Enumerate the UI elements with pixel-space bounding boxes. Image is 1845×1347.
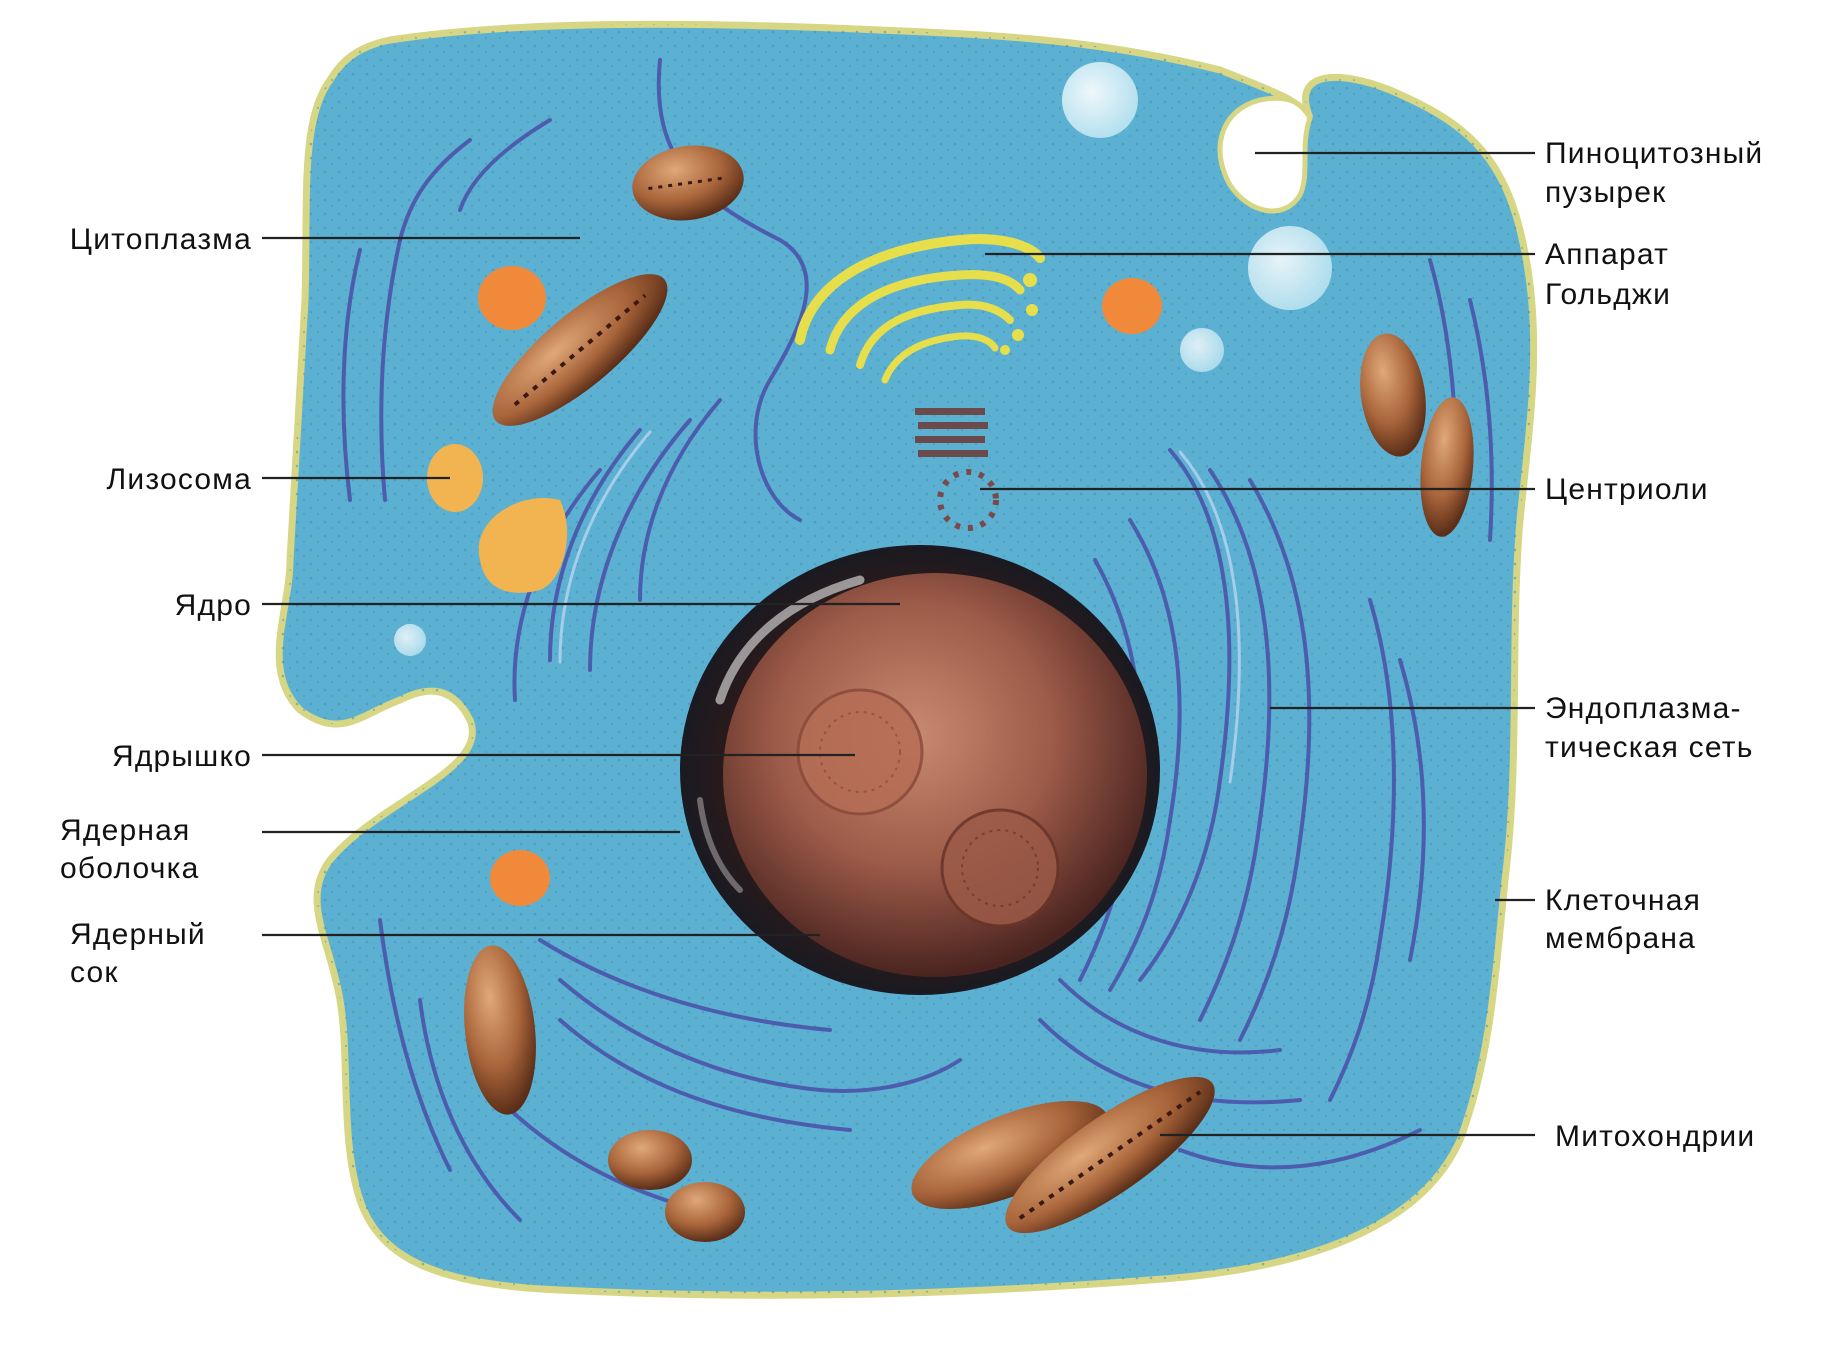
label-cell-membrane-line2: мембрана xyxy=(1545,922,1696,955)
label-nuclear-sap-line2: сок xyxy=(70,956,119,989)
label-cell-membrane-line1: Клеточная xyxy=(1545,884,1701,917)
label-pinocytic-vesicle-line1: Пиноцитозный xyxy=(1545,137,1763,170)
label-golgi-line1: Аппарат xyxy=(1545,238,1669,271)
label-nucleus: Ядро xyxy=(175,589,252,622)
label-golgi-line2: Гольджи xyxy=(1545,278,1671,311)
label-nucleolus: Ядрышко xyxy=(112,740,252,773)
label-er-line2: тическая сеть xyxy=(1545,731,1754,764)
label-nuclear-envelope-line1: Ядерная xyxy=(60,814,190,847)
label-cytoplasm: Цитоплазма xyxy=(70,223,252,256)
label-mitochondria: Митохондрии xyxy=(1555,1120,1755,1153)
nucleolus xyxy=(798,690,922,814)
label-lysosome: Лизосома xyxy=(107,463,252,496)
label-centrioles: Центриоли xyxy=(1545,473,1709,506)
label-nuclear-envelope-line2: оболочка xyxy=(60,852,199,885)
label-nuclear-sap-line1: Ядерный xyxy=(70,918,206,951)
nucleus xyxy=(680,545,1160,995)
label-pinocytic-vesicle-line2: пузырек xyxy=(1545,176,1666,209)
label-er-line1: Эндоплазма- xyxy=(1545,692,1742,725)
